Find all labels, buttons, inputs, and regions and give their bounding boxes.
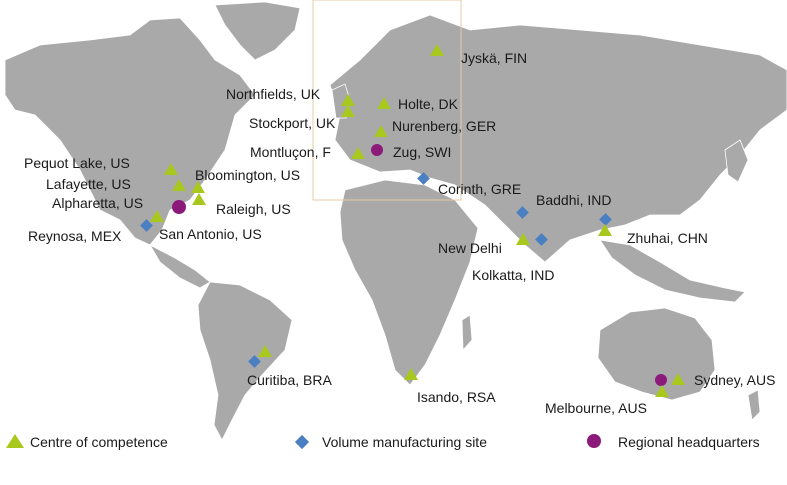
land-japan — [724, 139, 749, 183]
site-marker-zug — [371, 144, 383, 156]
site-label-baddhi: Baddhi, IND — [536, 192, 611, 208]
legend-manufacturing-symbol — [294, 434, 310, 450]
site-label-stockport: Stockport, UK — [249, 115, 336, 131]
site-label-jyska: Jyskä, FIN — [461, 50, 527, 66]
site-marker-curitiba-centre — [258, 345, 272, 357]
land-africa — [339, 179, 479, 386]
site-label-newdelhi: New Delhi — [438, 240, 502, 256]
land-australia — [597, 307, 716, 401]
land-europe-asia — [329, 14, 787, 263]
site-label-montlucon: Montluçon, F — [250, 144, 331, 160]
site-label-lafayette: Lafayette, US — [46, 176, 131, 192]
site-marker-lafayette — [172, 179, 186, 191]
land-madagascar — [461, 314, 473, 352]
land-greenland — [214, 1, 301, 61]
land-central-america — [148, 244, 211, 289]
site-marker-sanantonio — [150, 210, 164, 222]
land-new-zealand — [747, 389, 761, 421]
site-label-sanantonio: San Antonio, US — [159, 226, 262, 242]
site-label-corinth: Corinth, GRE — [438, 181, 521, 197]
legend-headquarters-label: Regional headquarters — [618, 434, 760, 450]
legend-centre-symbol — [6, 434, 24, 448]
legend-manufacturing-label: Volume manufacturing site — [322, 434, 487, 450]
site-marker-newdelhi — [516, 233, 530, 245]
site-marker-corinth — [417, 172, 430, 185]
site-marker-isando — [404, 368, 418, 380]
site-label-zhuhai: Zhuhai, CHN — [627, 230, 708, 246]
site-marker-melbourne-hq — [655, 374, 667, 386]
site-label-holte: Holte, DK — [398, 96, 459, 112]
site-label-nurenberg: Nurenberg, GER — [392, 118, 496, 134]
site-label-alpharetta: Alpharetta, US — [52, 195, 143, 211]
site-label-melbourne: Melbourne, AUS — [545, 400, 647, 416]
site-marker-alpharetta — [172, 200, 186, 214]
site-marker-sydney — [671, 373, 685, 385]
site-label-sydney: Sydney, AUS — [694, 372, 775, 388]
site-marker-raleigh — [192, 193, 206, 205]
europe-inset-frame — [312, 0, 462, 201]
land-south-america — [197, 281, 293, 441]
site-marker-bloomington — [191, 181, 205, 193]
site-label-isando: Isando, RSA — [417, 389, 496, 405]
site-label-raleigh: Raleigh, US — [216, 201, 291, 217]
site-label-kolkatta: Kolkatta, IND — [472, 267, 554, 283]
site-marker-holte — [377, 97, 391, 109]
site-marker-curitiba — [248, 355, 261, 368]
site-marker-jyska — [430, 44, 444, 56]
site-label-curitiba: Curitiba, BRA — [247, 372, 332, 388]
site-label-reynosa: Reynosa, MEX — [28, 228, 122, 244]
site-label-northfields: Northfields, UK — [226, 86, 321, 102]
site-marker-reynosa — [140, 219, 153, 232]
site-marker-stockport — [341, 105, 355, 117]
site-marker-zhuhai — [598, 224, 612, 236]
site-marker-nurenberg — [374, 125, 388, 137]
site-marker-pequot — [164, 163, 178, 175]
site-label-bloomington: Bloomington, US — [195, 167, 300, 183]
legend: Centre of competence Volume manufacturin… — [6, 434, 760, 450]
site-label-pequot: Pequot Lake, US — [24, 155, 130, 171]
site-label-zug: Zug, SWI — [393, 144, 451, 160]
site-marker-northfields — [341, 94, 355, 106]
legend-headquarters-symbol — [587, 434, 601, 448]
legend-centre-label: Centre of competence — [30, 434, 168, 450]
land-southeast-asia — [599, 239, 746, 303]
site-marker-montlucon — [351, 147, 365, 159]
site-marker-melbourne — [655, 385, 669, 397]
